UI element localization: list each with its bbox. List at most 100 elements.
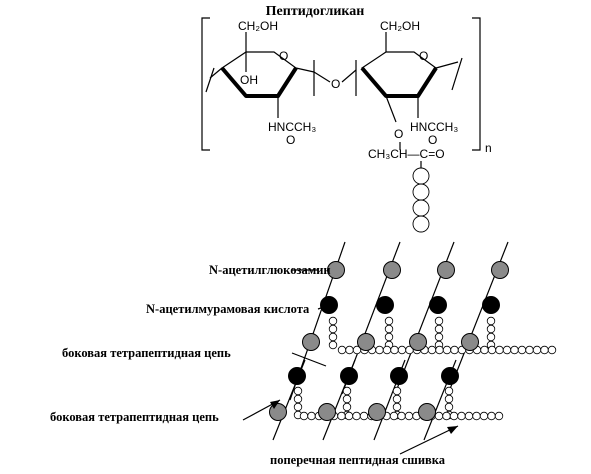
crossbridge-residue: [442, 411, 451, 421]
crossbridge-residue: [375, 345, 384, 355]
nag-residue: [461, 333, 479, 351]
label-nag: N-ацетилглюкозамин: [209, 263, 331, 277]
crossbridge-residue: [540, 345, 549, 355]
amino-acid: [444, 402, 454, 412]
amino-acid: [412, 215, 430, 233]
diagram-title: Пептидогликан: [266, 4, 365, 19]
amino-acid: [392, 402, 402, 412]
amino-acid: [486, 324, 496, 334]
arrow-crosslink: [399, 425, 459, 455]
nam-residue: [441, 367, 459, 385]
nag-residue: [357, 333, 375, 351]
crossbridge-residue: [525, 345, 534, 355]
label-nam: N-ацетилмурамовая кислота: [146, 302, 310, 316]
amino-acid: [342, 402, 352, 412]
amino-acid: [384, 332, 394, 342]
lactyl-o: O: [394, 127, 403, 141]
label-tetrapeptide-top: боковая тетрапептидная цепь: [62, 346, 231, 360]
crossbridge-residue: [457, 411, 466, 421]
nag-residue: [491, 261, 509, 279]
crossbridge-residue: [547, 345, 557, 355]
nag-residue: [269, 403, 287, 421]
crossbridge-residue: [390, 345, 399, 355]
amino-acid: [342, 386, 352, 396]
amino-acid: [293, 386, 303, 396]
nam-residue: [482, 296, 500, 314]
crossbridge-residue: [472, 411, 481, 421]
amino-acid: [342, 394, 352, 404]
crossbridge-residue: [495, 345, 504, 355]
crossbridge-residue: [502, 345, 512, 355]
nam-residue: [376, 296, 394, 314]
right-sugar-ring: CH₂OH O HNCCH₃ O O CH₃CH—C=O: [355, 19, 463, 168]
amino-acid: [444, 386, 454, 396]
crossbridge-residue: [442, 345, 452, 355]
crossbridge-residue: [532, 345, 542, 355]
right-ch2oh: CH₂OH: [380, 19, 420, 33]
left-ring-o: O: [279, 49, 288, 63]
nag-residue: [302, 333, 320, 351]
crossbridge-residue: [337, 411, 346, 421]
crossbridge-residue: [427, 345, 437, 355]
crossbridge-residue: [435, 345, 444, 355]
amino-acid: [486, 316, 496, 326]
crossbridge-residue: [464, 411, 474, 421]
arrow-head: [270, 400, 280, 409]
crossbridge-residue: [517, 345, 527, 355]
right-ring-o: O: [419, 49, 428, 63]
nag-residue: [437, 261, 455, 279]
repeat-n: n: [485, 141, 492, 155]
chemical-structure: n CH₂OH OH O HNCCH₃ O O CH: [201, 17, 492, 233]
nam-residue: [288, 367, 306, 385]
left-ch2oh: CH₂OH: [238, 19, 278, 33]
crossbridge-residue: [397, 411, 406, 421]
crossbridge-residue: [307, 411, 316, 421]
crossbridge-residue: [359, 411, 369, 421]
nag-residue: [418, 403, 436, 421]
amino-acid: [384, 316, 394, 326]
nag-residue: [327, 261, 345, 279]
nam-residue: [320, 296, 338, 314]
left-bracket: [201, 17, 210, 151]
right-carbonyl-o: O: [428, 133, 437, 147]
nag-residue: [318, 403, 336, 421]
nam-residue: [429, 296, 447, 314]
nam-residue: [390, 367, 408, 385]
arrows: [242, 269, 459, 455]
amino-acid: [434, 324, 444, 334]
crossbridge-residue: [382, 345, 392, 355]
nag-residue: [409, 333, 427, 351]
crossbridge-residue: [352, 411, 361, 421]
crossbridge-residue: [487, 345, 497, 355]
amino-acid: [434, 332, 444, 342]
label-crosslink: поперечная пептидная сшивка: [270, 453, 446, 467]
crossbridge-residue: [337, 345, 347, 355]
amino-acid: [412, 199, 430, 217]
nag-residue: [368, 403, 386, 421]
crossbridge-residue: [344, 411, 354, 421]
stem-peptide: [412, 167, 430, 233]
lactyl-group: CH₃CH—C=O: [368, 147, 445, 161]
label-tetrapeptide-bottom: боковая тетрапептидная цепь: [50, 410, 219, 424]
arrow-head: [447, 426, 458, 434]
amino-acid: [486, 332, 496, 342]
nag-residue: [383, 261, 401, 279]
network-schematic: [269, 241, 557, 441]
amino-acid: [293, 402, 303, 412]
crossbridge-residue: [397, 345, 407, 355]
amino-acid: [392, 386, 402, 396]
crossbridge-residue: [299, 411, 309, 421]
crossbridge-residue: [494, 411, 504, 421]
amino-acid: [412, 167, 430, 185]
right-bracket: [472, 17, 481, 151]
crossbridge-residue: [487, 411, 496, 421]
crossbridge-residue: [450, 345, 459, 355]
crossbridge-residue: [404, 411, 414, 421]
crossbridge-residue: [510, 345, 519, 355]
amino-acid: [434, 316, 444, 326]
amino-acid: [384, 324, 394, 334]
amino-acid: [328, 340, 338, 350]
amino-acid: [328, 316, 338, 326]
left-oh: OH: [240, 73, 258, 87]
right-acetyl: HNCCH₃: [410, 120, 458, 134]
